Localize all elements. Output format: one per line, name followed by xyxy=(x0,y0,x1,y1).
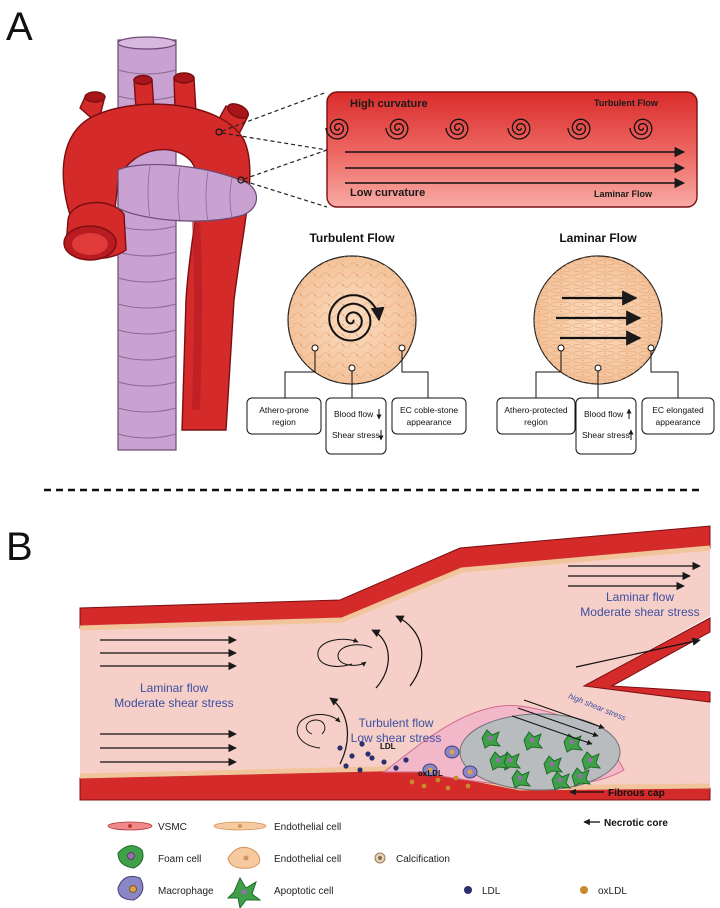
artery-section xyxy=(79,525,711,801)
foam-cell xyxy=(571,767,592,787)
laminar-left-line1: Laminar flow xyxy=(140,681,208,695)
legend-oxldl-icon xyxy=(580,886,588,894)
legend-macrophage-icon xyxy=(117,875,144,901)
ec-elongated-line1: EC elongated xyxy=(652,405,704,415)
ec-cobblestone-line2: appearance xyxy=(407,417,452,427)
ec-cobblestone-line1: EC coble-stone xyxy=(400,405,458,415)
apoptotic-cell xyxy=(523,731,544,751)
turbulent-line1: Turbulent flow xyxy=(359,716,434,730)
ldl-particles xyxy=(337,741,471,791)
legend-calcification-icon xyxy=(374,852,386,864)
legend-vsmc: VSMC xyxy=(158,822,187,833)
athero-protected-line2: region xyxy=(524,417,548,427)
ldl-particle xyxy=(357,767,363,773)
inset-spiral-icon xyxy=(507,118,531,140)
inset-spirals xyxy=(325,118,653,140)
legend-endothelial-1: Endothelial cell xyxy=(274,822,341,833)
inset-spiral-icon xyxy=(567,118,591,140)
turbulent-flow-inset-label: Turbulent Flow xyxy=(594,98,659,108)
macrophage xyxy=(462,765,478,779)
oxldl-particle xyxy=(421,783,427,789)
laminar-endothelium: Laminar Flow Athero-protected region Blo… xyxy=(496,231,715,455)
ldl-particle xyxy=(393,765,399,771)
ldl-particle xyxy=(365,751,371,757)
turbulent-blood-flow: Blood flow xyxy=(334,409,374,419)
esophagus xyxy=(117,163,257,223)
laminar-shear-stress: Shear stress xyxy=(582,430,630,440)
legend-vsmc-icon xyxy=(107,821,153,831)
turbulent-shear-stress: Shear stress xyxy=(332,430,380,440)
laminar-right-line1: Laminar flow xyxy=(606,590,674,604)
athero-prone-line2: region xyxy=(272,417,296,427)
legend-ldl-icon xyxy=(464,886,472,894)
legend-endothelial-round-icon xyxy=(227,846,261,869)
inset-spiral-icon xyxy=(385,118,409,140)
macrophage xyxy=(422,763,438,777)
foam-cell xyxy=(543,755,564,775)
fibrous-cap-label: Fibrous cap xyxy=(608,788,665,799)
legend-macrophage: Macrophage xyxy=(158,886,214,897)
laminar-flow-inset-label: Laminar Flow xyxy=(594,189,653,199)
laminar-blood-flow: Blood flow xyxy=(584,409,624,419)
panel-a-letter: A xyxy=(6,5,33,49)
panel-b-flow-arrows xyxy=(100,561,701,767)
ldl-label: LDL xyxy=(380,742,396,751)
legend: VSMC Endothelial cell Foam cell Endothel… xyxy=(107,821,627,908)
foam-cell xyxy=(511,769,532,789)
turbulent-endothelium: Turbulent Flow Athero-prone region Blood… xyxy=(246,231,467,455)
turbulent-flow-title: Turbulent Flow xyxy=(309,231,395,245)
oxldl-label: oxLDL xyxy=(418,769,443,778)
legend-endothelial-2: Endothelial cell xyxy=(274,854,341,865)
apoptotic-cell xyxy=(581,751,602,771)
ldl-particle xyxy=(343,763,349,769)
legend-foam-cell-icon xyxy=(117,845,144,869)
panel-b-letter: B xyxy=(6,525,33,569)
oxldl-particle xyxy=(453,775,459,781)
necrotic-core-label: Necrotic core xyxy=(604,818,668,829)
inset-spiral-icon xyxy=(629,118,653,140)
oxldl-particle xyxy=(445,785,451,791)
ldl-particle xyxy=(349,753,355,759)
turbulent-line2: Low shear stress xyxy=(351,731,442,745)
inset-connectors xyxy=(215,91,328,208)
legend-endothelial-flat-icon xyxy=(213,821,267,831)
legend-foam: Foam cell xyxy=(158,854,201,865)
ldl-particle xyxy=(337,745,343,751)
athero-prone-line1: Athero-prone xyxy=(259,405,309,415)
inset-spiral-icon xyxy=(325,118,349,140)
legend-calcification: Calcification xyxy=(396,854,450,865)
ldl-particle xyxy=(369,755,375,761)
ldl-particle xyxy=(381,759,387,765)
ldl-particle xyxy=(403,757,409,763)
macrophage xyxy=(444,745,460,759)
apoptotic-cell xyxy=(551,771,572,791)
apoptotic-cell xyxy=(489,751,510,771)
ec-elongated-line2: appearance xyxy=(656,417,701,427)
oxldl-particle xyxy=(465,783,471,789)
laminar-right-line2: Moderate shear stress xyxy=(580,605,699,619)
oxldl-particle xyxy=(409,779,415,785)
inset-spiral-icon xyxy=(445,118,469,140)
legend-ldl: LDL xyxy=(482,886,501,897)
laminar-flow-title: Laminar Flow xyxy=(559,231,637,245)
laminar-left-line2: Moderate shear stress xyxy=(114,696,233,710)
ldl-particle xyxy=(359,741,365,747)
legend-apoptotic: Apoptotic cell xyxy=(274,886,333,897)
athero-protected-line1: Athero-protected xyxy=(504,405,568,415)
foam-cell xyxy=(481,729,502,749)
oxldl-particle xyxy=(435,777,441,783)
legend-apoptotic-cell-icon xyxy=(226,876,262,908)
low-curvature-label: Low curvature xyxy=(350,187,425,199)
high-curvature-label: High curvature xyxy=(350,98,428,110)
legend-oxldl: oxLDL xyxy=(598,886,627,897)
flow-inset: High curvature Turbulent Flow Low curvat… xyxy=(325,91,698,208)
turbulent-spiral-arrow xyxy=(328,294,385,342)
